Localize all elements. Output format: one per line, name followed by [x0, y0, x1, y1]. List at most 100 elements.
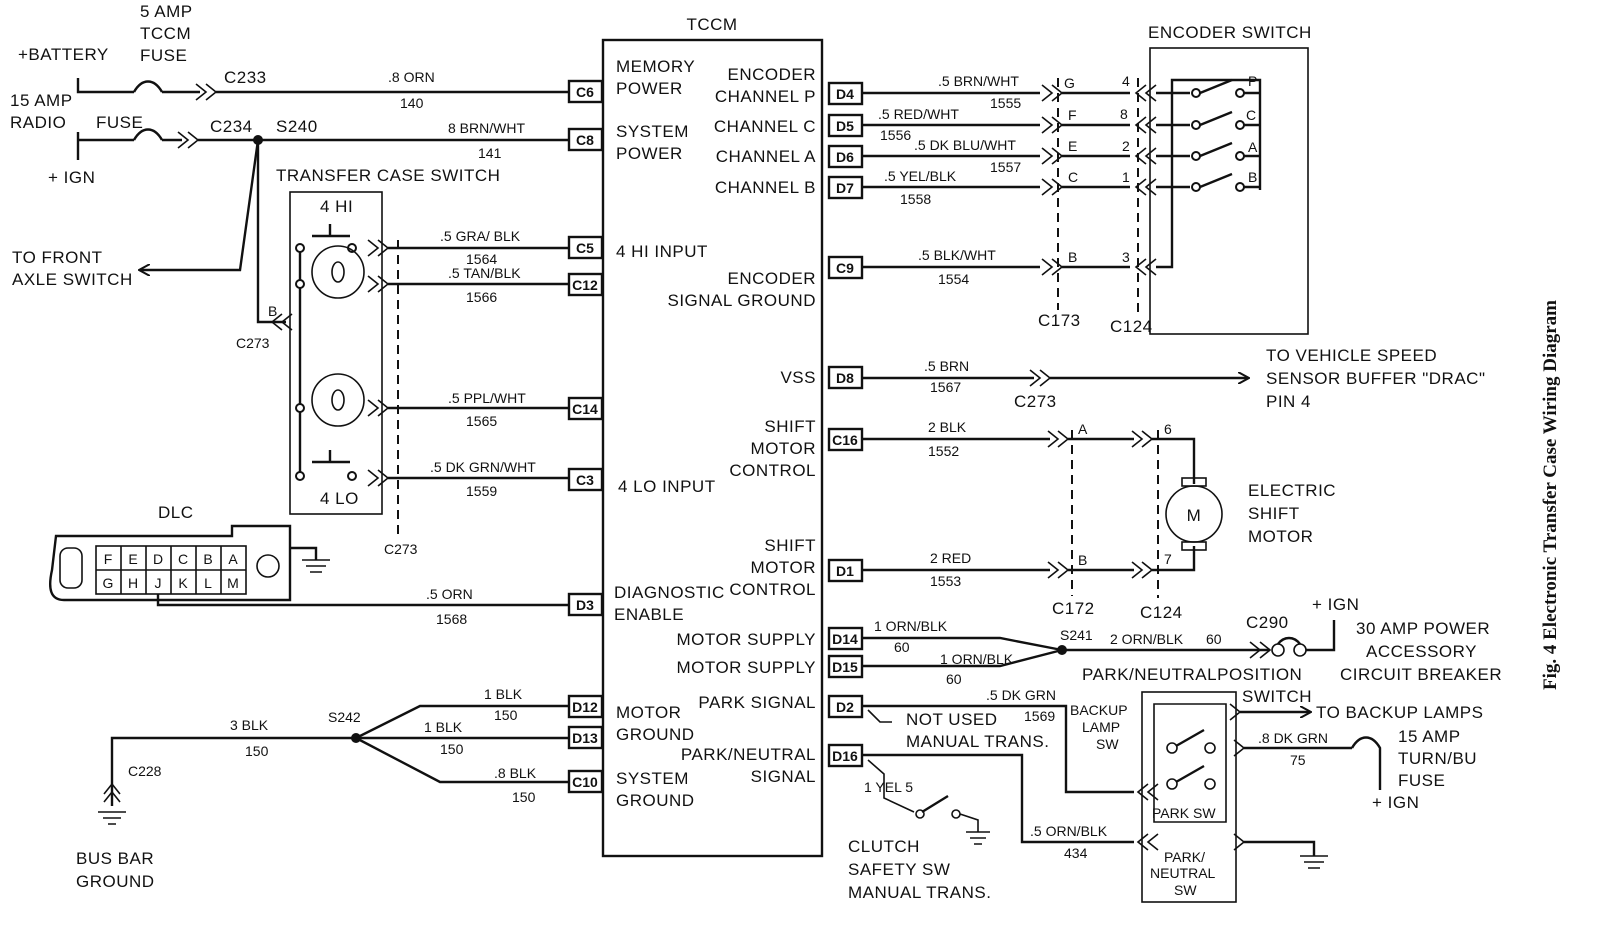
ign-wire [76, 132, 134, 160]
pn-sw-label-2: NEUTRAL [1150, 865, 1216, 881]
label-shift2-2: MOTOR [751, 558, 816, 577]
cb-label-1: 30 AMP POWER [1356, 619, 1490, 638]
label-park-signal: PARK SIGNAL [698, 693, 816, 712]
not-used-label-2: MANUAL TRANS. [906, 732, 1049, 751]
park-sw-blade [1175, 764, 1205, 784]
pin-c8-label: C8 [576, 132, 594, 148]
label-encoder-gnd-2: SIGNAL GROUND [667, 291, 816, 310]
breaker-symbol [1277, 636, 1301, 645]
pn-sw-ground-wire [1244, 840, 1316, 856]
label-sys-gnd-2: GROUND [616, 791, 695, 810]
chevron-c12 [367, 275, 390, 293]
wires-motor-leads [1152, 437, 1196, 572]
switch-cam-lower [311, 373, 365, 427]
wire-bu-circuit: 75 [1290, 752, 1306, 768]
not-used-label-1: NOT USED [906, 710, 998, 729]
motor-label-1: ELECTRIC [1248, 481, 1336, 500]
wire-c16-gauge: 2 BLK [928, 419, 967, 435]
c228-connector [103, 782, 121, 803]
wire-s241-circuit: 60 [1206, 631, 1222, 647]
4hi-terminal-a [295, 243, 305, 253]
enc-contact-p-label: P [1248, 73, 1257, 89]
enc-contact-p-blade [1199, 78, 1233, 95]
motor-supply-section: S241 1 ORN/BLK 60 1 ORN/BLK 60 2 ORN/BLK… [862, 595, 1502, 687]
vss-label-3: PIN 4 [1266, 392, 1311, 411]
wire-d13-gauge: 1 BLK [424, 719, 463, 735]
cam-lower-hub [331, 389, 345, 411]
dlc-pin-e: E [128, 551, 137, 567]
enc-contact-b-a [1191, 182, 1201, 192]
c172-label: C172 [1052, 599, 1095, 618]
motor-m-label: M [1187, 506, 1202, 525]
wire-c14-gauge: .5 PPL/WHT [448, 390, 526, 406]
chevron-c5 [367, 239, 390, 257]
enc-contact-a-a [1191, 151, 1201, 161]
backup-lamps-chevron [1229, 703, 1242, 721]
pn-sw-label-1: PARK/ [1164, 849, 1205, 865]
transfer-case-wires: .5 GRA/ BLK 1564 .5 TAN/BLK 1566 .5 PPL/… [388, 228, 569, 499]
label-vss: VSS [780, 368, 816, 387]
4lo-label: 4 LO [320, 489, 359, 508]
park-sw-contact-b [1204, 778, 1216, 790]
chevron-c3 [367, 469, 390, 487]
c124-chevron-2 [1134, 147, 1157, 165]
pn-ground-icon [1300, 855, 1328, 869]
pin-d5-label: D5 [836, 118, 854, 134]
encoder-switch: ENCODER SWITCH .5 BRN/WHT 1555 .5 RED/WH… [862, 23, 1311, 336]
enc-contact-c-blade [1199, 110, 1233, 127]
wire-s241-gauge: 2 ORN/BLK [1110, 631, 1184, 647]
switch-pin-b-label: B [268, 303, 277, 319]
enc-contact-c-b [1235, 120, 1245, 130]
wire-d16-gauge: 1 YEL 5 [864, 779, 913, 795]
label-motor-gnd-2: GROUND [616, 725, 695, 744]
c124-chevron-8 [1134, 116, 1157, 134]
label-shift1-1: SHIFT [764, 417, 816, 436]
label-pn-signal-2: SIGNAL [751, 767, 816, 786]
dlc-label: DLC [158, 503, 194, 522]
label-channel-a: CHANNEL A [716, 147, 816, 166]
c273-vss-label: C273 [1014, 392, 1057, 411]
c124-pin-8: 8 [1120, 106, 1128, 122]
label-memory-1: MEMORY [616, 57, 695, 76]
pin-c9-label: C9 [836, 260, 854, 276]
dlc-pin-f: F [104, 551, 113, 567]
bus-bar-ground-icon [98, 811, 126, 825]
wire-d13-circuit: 150 [440, 741, 464, 757]
clutch-label-1: CLUTCH [848, 837, 920, 856]
pin-c12-label: C12 [572, 277, 598, 293]
wires-c173-c124 [1062, 91, 1130, 269]
battery-label: +BATTERY [18, 45, 109, 64]
enc-contact-p-a [1191, 88, 1201, 98]
pin-d1-label: D1 [836, 563, 854, 579]
wire-d6-circuit: 1557 [990, 159, 1021, 175]
switch-terminal-1 [295, 279, 305, 289]
wire-c6-circuit: 140 [400, 95, 424, 111]
power-section: 5 AMP TCCM FUSE +BATTERY 15 AMP RADIO FU… [10, 2, 569, 324]
label-memory-2: POWER [616, 79, 683, 98]
c124-label-top: C124 [1110, 317, 1153, 336]
vss-label-1: TO VEHICLE SPEED [1266, 346, 1437, 365]
tccm-title: TCCM [686, 15, 737, 34]
wire-c9-gauge: .5 BLK/WHT [918, 247, 996, 263]
pin-d16-label: D16 [832, 748, 858, 764]
wire-d2-gauge: .5 DK GRN [986, 687, 1056, 703]
wire-to-front-axle [140, 139, 260, 270]
figure-caption: Fig. 4 Electronic Transfer Case Wiring D… [1540, 300, 1561, 690]
transfer-case-switch: TRANSFER CASE SWITCH 4 HI 4 LO B C273 C2… [236, 166, 500, 557]
pin-d8-label: D8 [836, 370, 854, 386]
dlc-pins: F E D C B A G H J K L M [95, 545, 247, 595]
pnps-inner-box [1153, 703, 1227, 823]
pin-d6-label: D6 [836, 149, 854, 165]
pn-sw-label-3: SW [1174, 882, 1197, 898]
tccm-fuse-label-1: 5 AMP [140, 2, 193, 21]
wire-c5-gauge: .5 GRA/ BLK [440, 228, 521, 244]
enc-contact-a-blade [1199, 141, 1233, 158]
c124-chevron-1 [1134, 178, 1157, 196]
pin-d13-label: D13 [572, 730, 598, 746]
dlc-pin-c: C [178, 551, 188, 567]
wire-c9-circuit: 1554 [938, 271, 969, 287]
pin-c3-label: C3 [576, 472, 594, 488]
radio-fuse-label-3: FUSE [96, 113, 143, 132]
turn-fuse-label-2: TURN/BU [1398, 749, 1477, 768]
